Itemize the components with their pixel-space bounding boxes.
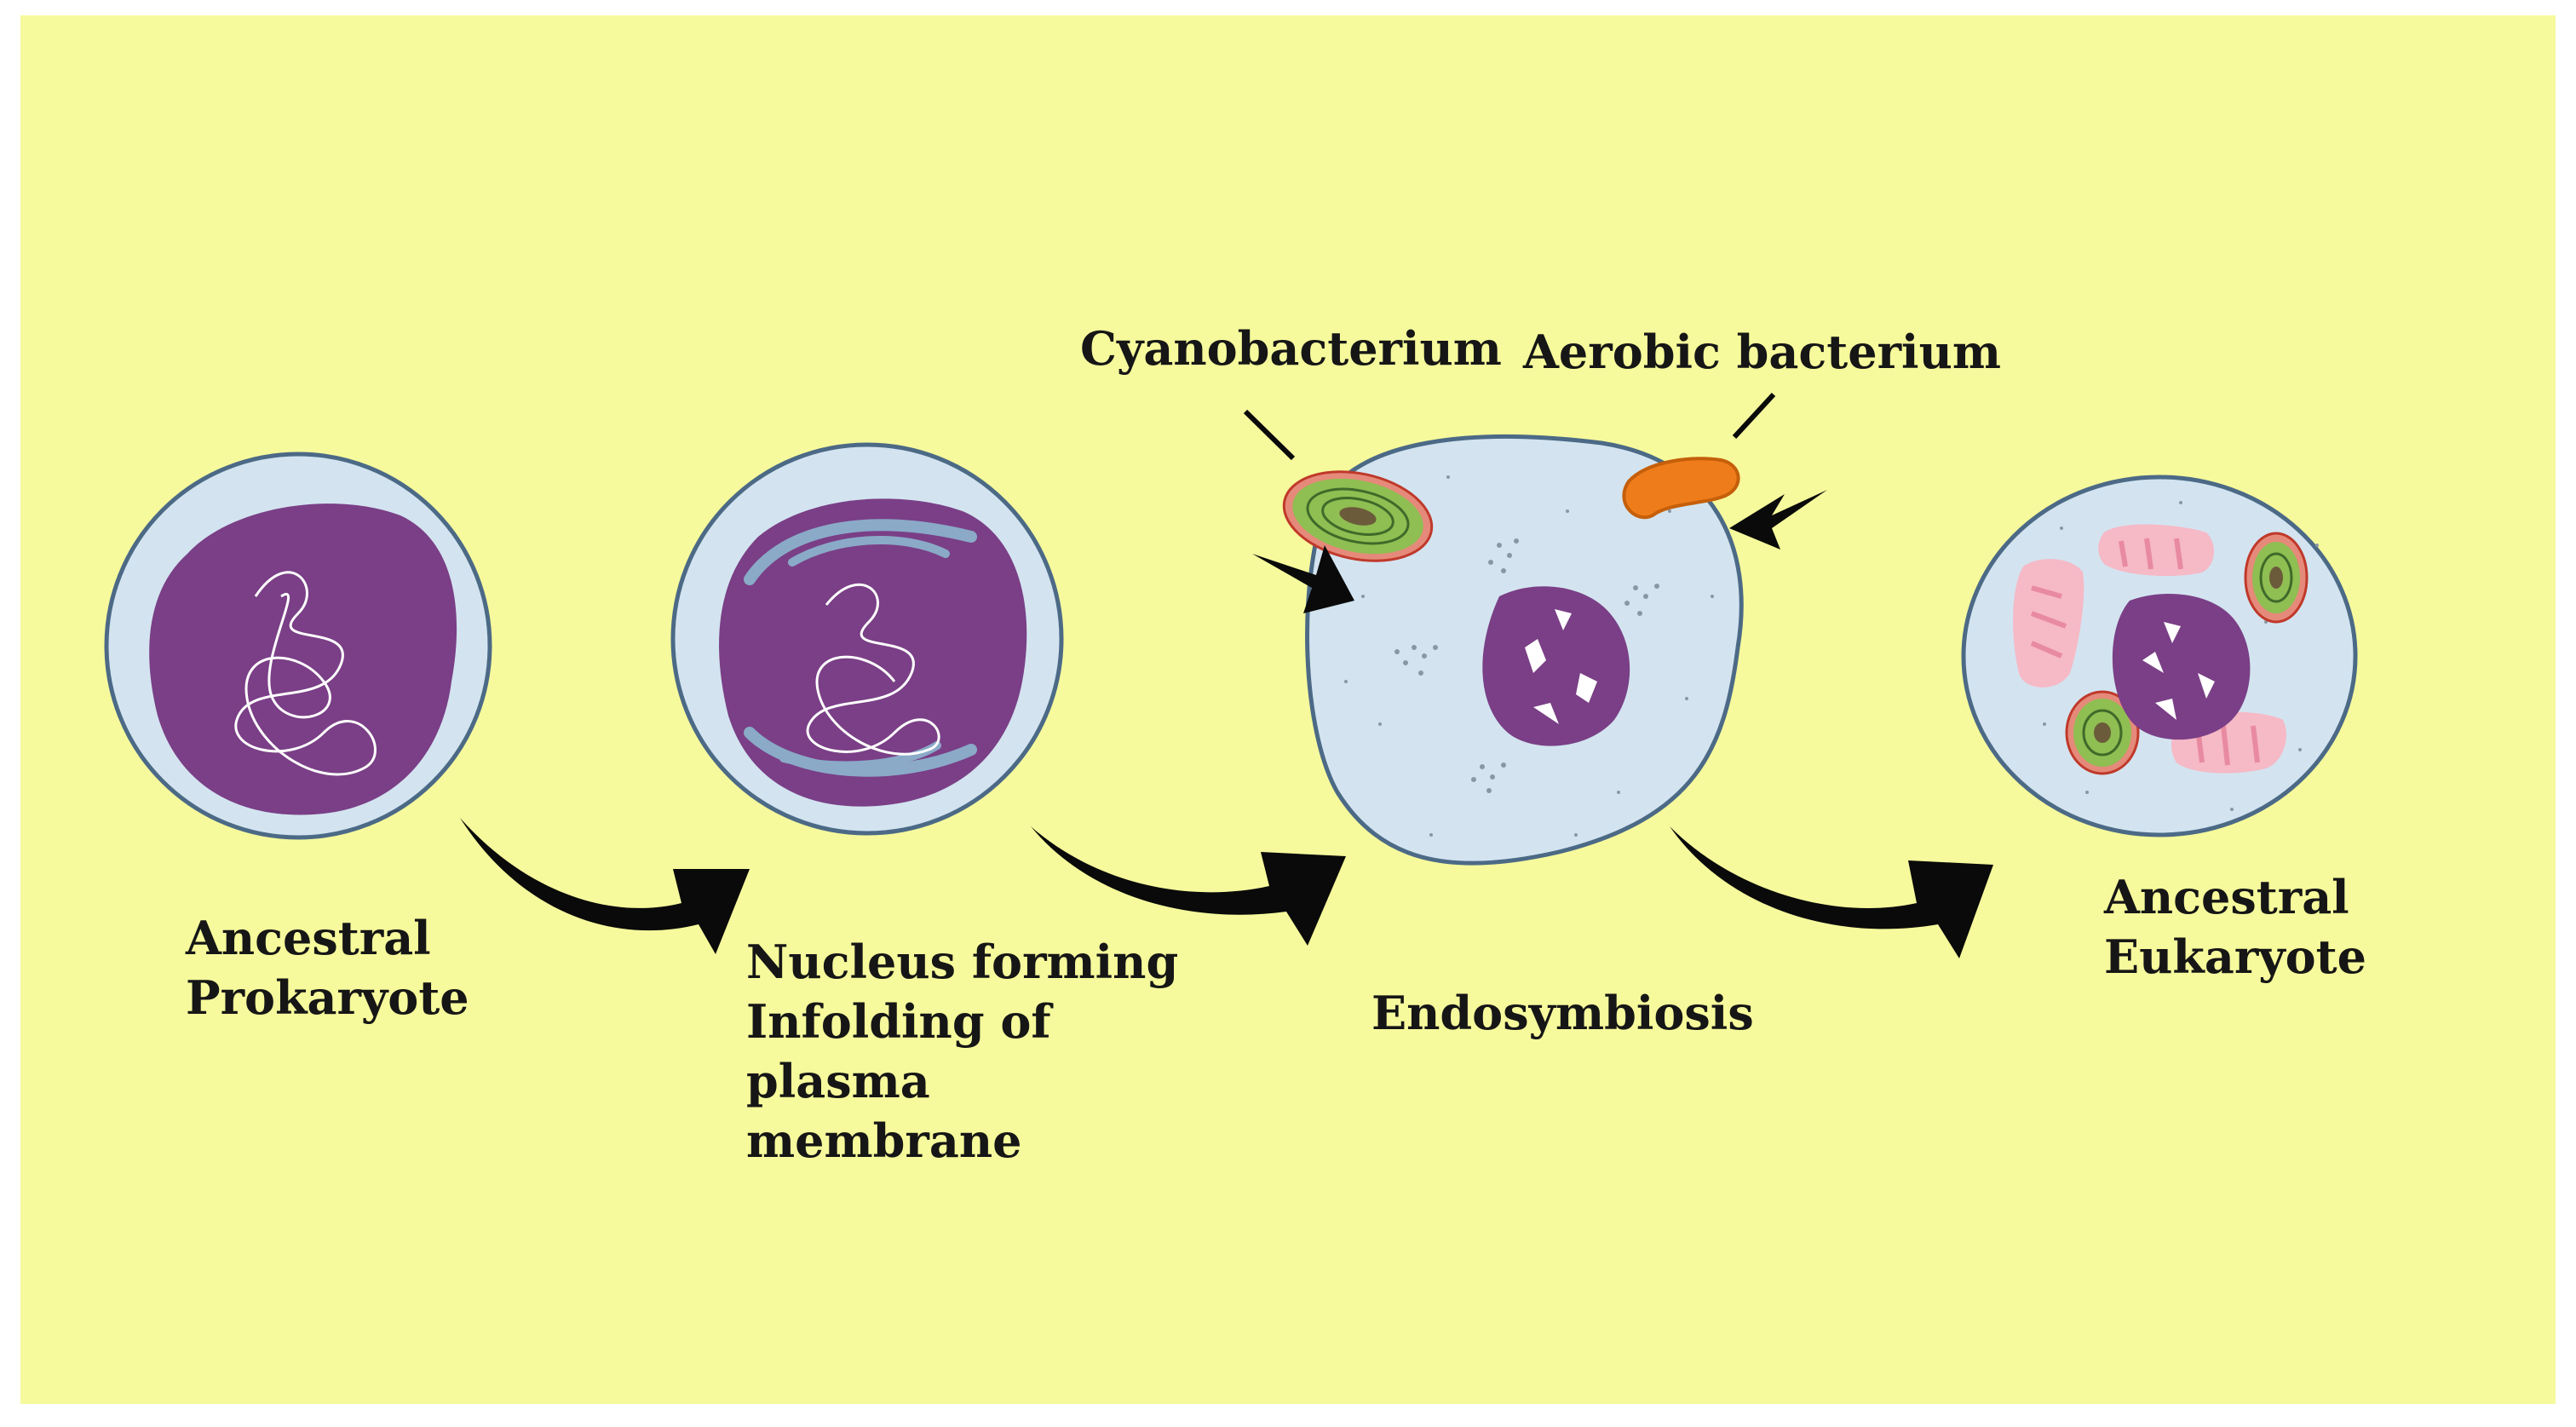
curved-arrow-icon: [1670, 826, 1993, 958]
mitochondrion-body: [2098, 524, 2215, 577]
nucleus-highlight: [2142, 652, 2164, 673]
nucleus: [1482, 586, 1630, 746]
nucleus-highlight: [1555, 609, 1572, 630]
aerobic-bacterium: [1622, 457, 1740, 520]
label-line: Eukaryote: [2104, 929, 2366, 984]
stage-label-eukaryote: Ancestral Eukaryote: [2103, 870, 2366, 984]
label-line: Infolding of: [746, 994, 1054, 1049]
curved-arrow-icon: [1031, 826, 1346, 946]
stage-label-prokaryote: Ancestral Prokaryote: [185, 911, 469, 1025]
nucleoid: [719, 498, 1027, 807]
callout-aerobic-bacterium: Aerobic bacterium: [1522, 325, 2001, 379]
chloroplast-thylakoid: [2082, 709, 2123, 757]
label-line: Nucleus forming: [746, 935, 1178, 989]
label-line: membrane: [746, 1113, 1021, 1168]
eukaryote-cell: [1961, 475, 2358, 837]
callout-cyanobacterium: Cyanobacterium: [1080, 321, 1502, 376]
endosymbiosis-cell: [1282, 434, 1744, 866]
cyanobacterium-thylakoid: [1306, 487, 1410, 545]
nucleus-highlight: [1533, 703, 1559, 724]
chloroplast: [2244, 532, 2309, 624]
chloroplast: [2065, 690, 2140, 775]
nucleus-highlight: [1576, 673, 1597, 703]
nucleus-highlight: [1525, 639, 1546, 673]
label-line: plasma: [746, 1054, 930, 1108]
infolded-membrane-top: [744, 519, 977, 585]
cyanobacterium-thylakoid: [1321, 497, 1394, 536]
chloroplast-core: [2094, 722, 2111, 743]
cyanobacterium-core: [1339, 507, 1377, 526]
chloroplast-thylakoid: [2259, 552, 2293, 603]
leader-line-aerobic-bacterium: [1732, 392, 1776, 440]
nucleus: [2112, 594, 2251, 740]
nucleus-forming-cell: [670, 442, 1064, 836]
nucleus-highlight: [2155, 699, 2176, 720]
mitochondrion-cristae: [2030, 585, 2067, 659]
chloroplast-core: [2269, 567, 2283, 589]
mitochondrion: [2098, 524, 2215, 577]
speckle-cluster: [1344, 475, 1714, 837]
mitochondrion-cristae: [2119, 538, 2183, 570]
cyanobacterium: [1282, 470, 1434, 562]
stage-label-endosymbiosis: Endosymbiosis: [1371, 986, 1754, 1040]
prokaryote-cell: [104, 452, 492, 840]
mitochondrion-body: [2013, 559, 2084, 688]
infolded-membrane-bottom: [744, 727, 977, 777]
arrowhead-pointer-icon: [1729, 490, 1827, 550]
label-line: Ancestral: [185, 911, 431, 965]
leader-line-cyanobacterium: [1243, 409, 1296, 461]
dna-strand: [234, 571, 377, 776]
label-line: Endosymbiosis: [1371, 986, 1754, 1040]
mitochondrion: [2013, 559, 2084, 688]
nucleoid: [149, 503, 457, 815]
curved-arrow-icon: [460, 818, 750, 954]
nucleus-highlight: [2164, 622, 2181, 643]
ribosome-speckles: [1344, 475, 1714, 837]
arrowhead-pointer-icon: [1252, 545, 1354, 613]
label-line: Ancestral: [2103, 870, 2349, 924]
nucleus-highlight: [2198, 673, 2215, 699]
stage-label-nucleus-forming: Nucleus forming Infolding of plasma memb…: [746, 935, 1194, 1168]
label-line: Prokaryote: [186, 970, 469, 1025]
infolded-membrane-top-inner: [788, 535, 950, 567]
dna-strand: [806, 583, 940, 756]
